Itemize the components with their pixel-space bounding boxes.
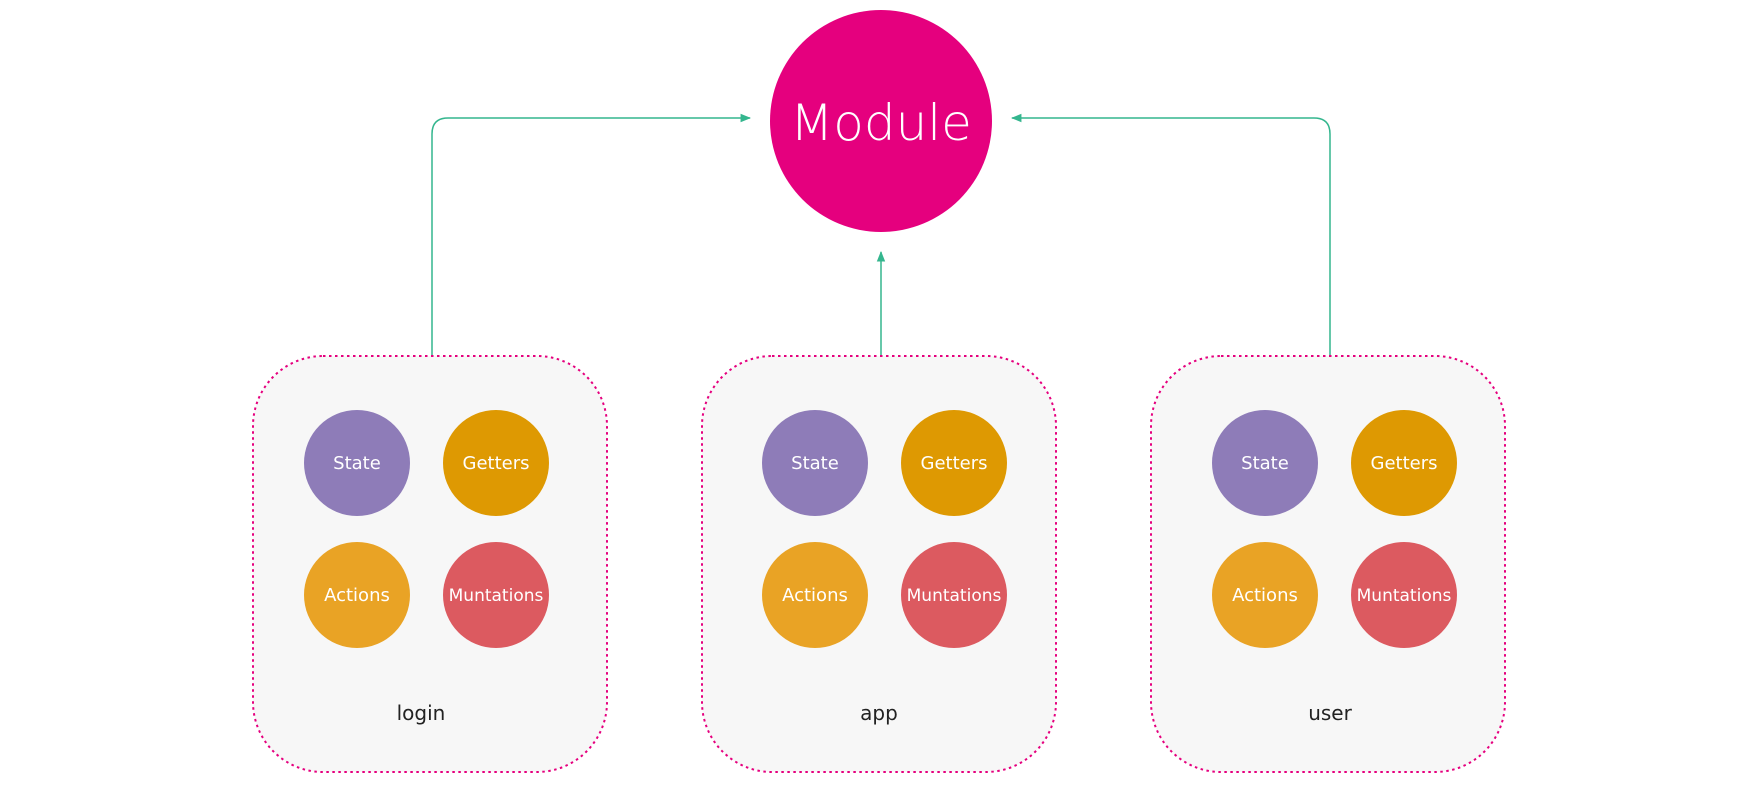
node-actions: Actions (1212, 542, 1318, 648)
actions-circle (1212, 542, 1318, 648)
node-muntations: Muntations (1351, 542, 1457, 648)
state-circle (304, 410, 410, 516)
node-getters: Getters (901, 410, 1007, 516)
state-label: State (1241, 453, 1289, 474)
node-actions: Actions (304, 542, 410, 648)
module-circle (770, 10, 992, 232)
muntations-label: Muntations (907, 586, 1002, 606)
connector-login (431, 113, 752, 356)
module-node: Module (770, 10, 992, 232)
connectors (431, 113, 1331, 356)
node-state: State (1212, 410, 1318, 516)
getters-circle (901, 410, 1007, 516)
muntations-circle (1351, 542, 1457, 648)
muntations-label: Muntations (1357, 586, 1452, 606)
state-circle (1212, 410, 1318, 516)
node-getters: Getters (1351, 410, 1457, 516)
node-muntations: Muntations (901, 542, 1007, 648)
getters-label: Getters (463, 453, 530, 474)
node-state: State (304, 410, 410, 516)
getters-label: Getters (1371, 453, 1438, 474)
group-label-user: user (1308, 701, 1352, 725)
group-label-app: app (860, 701, 898, 725)
node-muntations: Muntations (443, 542, 549, 648)
group-user: State Getters Actions Muntations user (1150, 355, 1506, 773)
state-label: State (791, 453, 839, 474)
state-label: State (333, 453, 381, 474)
getters-circle (443, 410, 549, 516)
actions-label: Actions (782, 585, 848, 606)
group-label-login: login (397, 701, 446, 725)
muntations-label: Muntations (449, 586, 544, 606)
getters-label: Getters (921, 453, 988, 474)
group-login: State Getters Actions Muntations login (252, 355, 608, 773)
node-getters: Getters (443, 410, 549, 516)
actions-label: Actions (324, 585, 390, 606)
actions-label: Actions (1232, 585, 1298, 606)
actions-circle (762, 542, 868, 648)
connector-user (1010, 113, 1331, 356)
getters-circle (1351, 410, 1457, 516)
actions-circle (304, 542, 410, 648)
node-state: State (762, 410, 868, 516)
module-label: Module (790, 94, 972, 152)
muntations-circle (901, 542, 1007, 648)
group-app: State Getters Actions Muntations app (701, 355, 1057, 773)
muntations-circle (443, 542, 549, 648)
state-circle (762, 410, 868, 516)
node-actions: Actions (762, 542, 868, 648)
